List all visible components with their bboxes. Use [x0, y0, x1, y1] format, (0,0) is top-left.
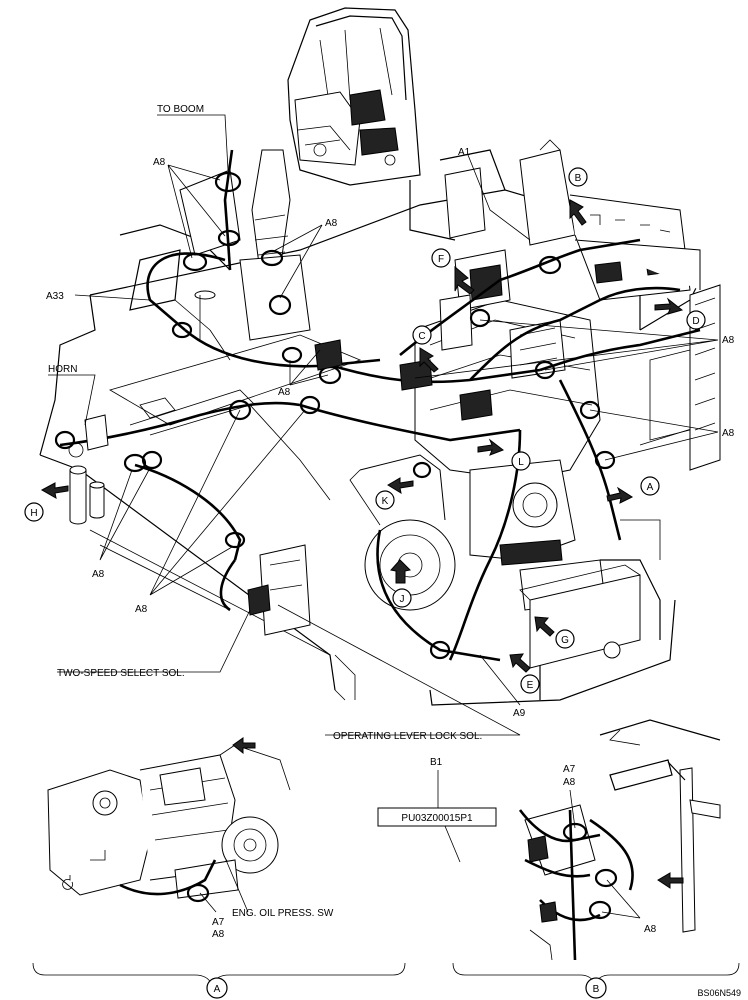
label-a8-right-mid: A8: [722, 428, 735, 439]
view-marker-d: D: [686, 310, 706, 330]
svg-text:G: G: [561, 635, 569, 646]
label-a8-detail-b-bottom: A8: [644, 924, 657, 935]
label-horn: HORN: [48, 364, 77, 375]
detail-view-b-marker: [585, 977, 607, 999]
svg-text:A: A: [214, 984, 221, 995]
view-marker-h: H: [24, 502, 44, 522]
svg-text:B: B: [575, 173, 582, 184]
label-a33: A33: [46, 291, 64, 302]
label-a8-top-left: A8: [153, 157, 166, 168]
svg-text:E: E: [527, 680, 534, 691]
leader-lines: [48, 114, 719, 736]
solenoid-parts: [68, 339, 493, 636]
engine-block: [349, 139, 721, 669]
part-number: PU03Z00015P1: [401, 813, 473, 824]
detail-view-a: A7 A8 ENG. OIL PRESS. SW A: [32, 737, 406, 999]
svg-text:C: C: [418, 331, 425, 342]
label-a8-detail-b-top: A8: [563, 777, 576, 788]
view-marker-g: G: [555, 629, 575, 649]
document-code: BS06N549: [697, 988, 741, 998]
part-number-block: B1 PU03Z00015P1: [377, 757, 497, 863]
label-eng-oil-press-sw: ENG. OIL PRESS. SW: [232, 908, 334, 919]
svg-text:A: A: [647, 482, 654, 493]
svg-text:F: F: [438, 254, 444, 265]
label-a8-right-top: A8: [722, 335, 735, 346]
label-operating-lever-lock-sol: OPERATING LEVER LOCK SOL.: [333, 731, 482, 742]
label-b1: B1: [430, 757, 443, 768]
view-marker-k: L: [511, 451, 531, 471]
svg-text:H: H: [30, 508, 37, 519]
label-a1: A1: [458, 147, 471, 158]
label-to-boom: TO BOOM: [157, 104, 204, 115]
svg-text:J: J: [400, 594, 405, 605]
view-markers: B F C D L A K J G E H: [24, 167, 706, 694]
label-two-speed-sol: TWO-SPEED SELECT SOL.: [57, 668, 185, 679]
svg-text:K: K: [382, 496, 389, 507]
label-a9: A9: [513, 708, 526, 719]
cab-inset: [287, 7, 421, 186]
label-a8-left-low: A8: [92, 569, 105, 580]
label-a7-detail-b: A7: [563, 764, 576, 775]
control-lever-area: [179, 149, 311, 341]
svg-text:B: B: [593, 984, 600, 995]
label-a8-top-center: A8: [325, 218, 338, 229]
view-marker-l: K: [375, 490, 395, 510]
svg-text:L: L: [518, 457, 524, 468]
svg-text:D: D: [692, 316, 699, 327]
view-arrows: [40, 199, 684, 673]
view-marker-a: A: [640, 476, 660, 496]
label-a8-detail-a: A8: [212, 929, 225, 940]
label-a7-detail-a: A7: [212, 917, 225, 928]
view-marker-f: F: [431, 248, 451, 268]
detail-view-b: A7 A8 A8 B: [452, 719, 740, 999]
main-labels: TO BOOM A8 A8 A33 A8 A1 HORN A8 A8 A8 A8…: [46, 104, 735, 742]
label-a8-center: A8: [278, 387, 291, 398]
detail-view-a-marker: [206, 977, 228, 999]
view-marker-b: B: [568, 167, 588, 187]
label-a8-left-bottom: A8: [135, 604, 148, 615]
chassis-frame: [39, 149, 721, 706]
view-marker-e: E: [520, 674, 540, 694]
view-marker-j: J: [392, 588, 412, 608]
view-marker-c: C: [412, 325, 432, 345]
